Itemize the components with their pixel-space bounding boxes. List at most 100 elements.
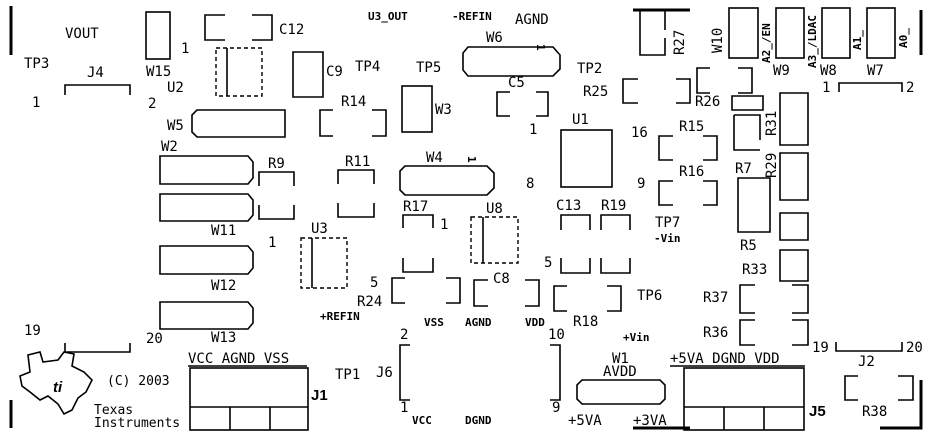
c9-label: C9 bbox=[326, 64, 343, 80]
r29-footprint bbox=[733, 114, 761, 151]
r18-footprint bbox=[553, 285, 622, 312]
r15-label: R15 bbox=[679, 119, 704, 135]
r27-label: R27 bbox=[672, 30, 688, 55]
u3-out-label: U3_OUT bbox=[368, 10, 408, 23]
u2-pin1: 1 bbox=[181, 41, 189, 57]
j5-label: J5 bbox=[809, 403, 826, 420]
w3-label: W3 bbox=[435, 102, 452, 118]
j4-label: J4 bbox=[87, 65, 104, 81]
j2-pin2: 2 bbox=[906, 80, 914, 96]
j4-header-bottom bbox=[64, 343, 131, 353]
w10-label: W10 bbox=[710, 28, 726, 53]
a2-en-label: A2_/EN bbox=[760, 23, 773, 63]
w10-jumper bbox=[728, 7, 759, 59]
w12-label: W12 bbox=[211, 278, 236, 294]
u1-pin9: 9 bbox=[637, 176, 645, 192]
r14-label: R14 bbox=[341, 94, 366, 110]
a1-label: A1_ bbox=[851, 30, 864, 50]
w5-label: W5 bbox=[167, 118, 184, 134]
r11-footprint bbox=[337, 169, 375, 218]
r7-footprint bbox=[737, 177, 771, 233]
w4-pin1: 1 bbox=[465, 156, 478, 163]
r5b-footprint bbox=[779, 212, 809, 241]
r7-label: R7 bbox=[735, 161, 752, 177]
w6-label: W6 bbox=[486, 30, 503, 46]
w7-label: W7 bbox=[867, 63, 884, 79]
tp1-label: TP1 bbox=[335, 367, 360, 383]
w12-jumper bbox=[159, 245, 254, 275]
u8-outline bbox=[470, 216, 519, 264]
u8-label: U8 bbox=[486, 201, 503, 217]
r29-label: R29 bbox=[764, 153, 780, 178]
r19-label: R19 bbox=[601, 198, 626, 214]
w4-jumper bbox=[399, 165, 495, 196]
texas-label: Texas bbox=[94, 403, 133, 418]
vin-plus-label: +Vin bbox=[623, 331, 650, 344]
j2-pin19: 19 bbox=[812, 340, 829, 356]
r38-label: R38 bbox=[862, 404, 887, 420]
j1-header-label: VCC AGND VSS bbox=[188, 351, 289, 367]
r31-footprint bbox=[779, 92, 809, 146]
c13-footprint bbox=[560, 214, 591, 274]
w4-label: W4 bbox=[426, 150, 443, 166]
refin-top-label: -REFIN bbox=[452, 10, 492, 23]
j6-bracket-left bbox=[399, 344, 410, 401]
r15-footprint bbox=[658, 135, 718, 161]
j5-connector bbox=[683, 367, 805, 431]
r33-label: R33 bbox=[742, 262, 767, 278]
w13-jumper bbox=[159, 301, 254, 330]
j4-header-top bbox=[64, 84, 131, 95]
u3-label: U3 bbox=[311, 221, 328, 237]
w13-label: W13 bbox=[211, 330, 236, 346]
r37-label: R37 bbox=[703, 290, 728, 306]
r26-footprint bbox=[696, 67, 753, 94]
j6-pin10: 10 bbox=[548, 327, 565, 343]
r16-label: R16 bbox=[679, 164, 704, 180]
w5-jumper bbox=[191, 109, 286, 138]
u8-pin1: 1 bbox=[440, 217, 448, 233]
w2-jumper bbox=[159, 155, 254, 185]
w9-label: W9 bbox=[773, 63, 790, 79]
j4-pin1: 1 bbox=[32, 95, 40, 111]
r24-footprint bbox=[391, 277, 461, 304]
tp3-label: TP3 bbox=[24, 56, 49, 72]
j2-header-bottom bbox=[835, 342, 903, 352]
plus5va-label: +5VA bbox=[568, 413, 602, 429]
dgnd-small-label: DGND bbox=[465, 414, 492, 427]
c12-label: C12 bbox=[279, 22, 304, 38]
r25-footprint bbox=[622, 78, 691, 104]
u2-label: U2 bbox=[167, 80, 184, 96]
j5-header-label: +5VA DGND VDD bbox=[670, 351, 780, 367]
r17-label: R17 bbox=[403, 199, 428, 215]
u1-label: U1 bbox=[572, 112, 589, 128]
j2-header-top bbox=[838, 82, 903, 92]
w15-jumper bbox=[145, 11, 171, 60]
w7-jumper bbox=[866, 7, 896, 59]
u2-pin2: 2 bbox=[148, 96, 156, 112]
tp5-label: TP5 bbox=[416, 60, 441, 76]
vss-small-label: VSS bbox=[424, 316, 444, 329]
j2-pin1: 1 bbox=[822, 80, 830, 96]
copyright-label: (C) 2003 bbox=[107, 374, 170, 389]
w3-jumper bbox=[401, 85, 433, 133]
r26b-footprint bbox=[731, 95, 764, 111]
w15-label: W15 bbox=[146, 64, 171, 80]
r25-label: R25 bbox=[583, 84, 608, 100]
r31-label: R31 bbox=[764, 111, 780, 136]
u2-outline bbox=[215, 47, 263, 97]
r24-label: R24 bbox=[357, 294, 382, 310]
r38-footprint bbox=[844, 375, 914, 401]
w2-label: W2 bbox=[161, 139, 178, 155]
tp4-label: TP4 bbox=[355, 59, 380, 75]
u1-outline bbox=[560, 129, 613, 188]
r37-footprint bbox=[739, 284, 809, 314]
w1-label: W1 bbox=[612, 351, 629, 367]
tp7-label: TP7 bbox=[655, 215, 680, 231]
j2-label: J2 bbox=[858, 354, 875, 370]
r11-label: R11 bbox=[345, 154, 370, 170]
u8-pin5-b: 5 bbox=[544, 255, 552, 271]
r33b-footprint bbox=[779, 249, 809, 282]
r27-footprint bbox=[639, 9, 666, 56]
